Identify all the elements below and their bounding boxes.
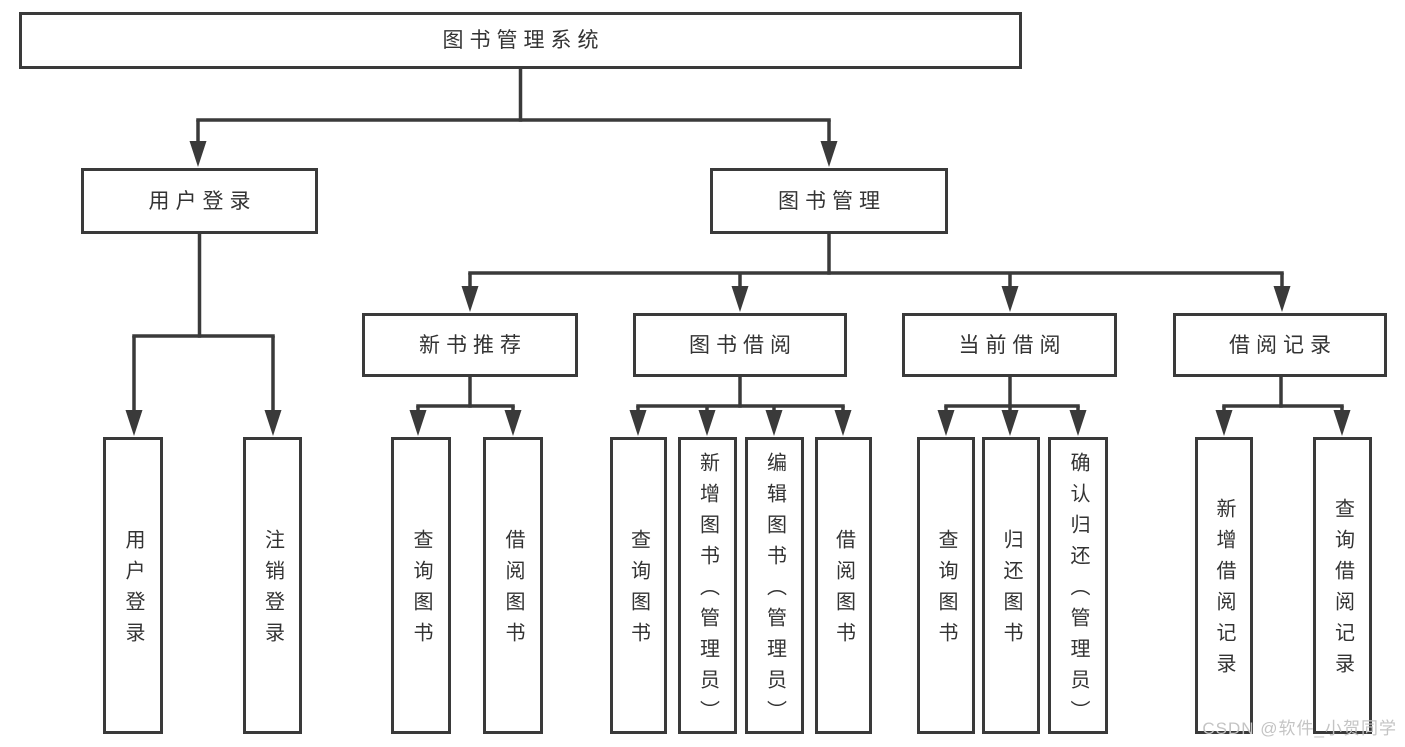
arrowhead-icon	[189, 141, 207, 167]
arrowhead-icon	[264, 410, 282, 436]
node-bor-add-book: 新增图书（管理员）	[678, 437, 737, 734]
arrowhead-icon	[834, 410, 852, 436]
node-book-borrow: 图书借阅	[633, 313, 847, 377]
node-cur-confirm-return: 确认归还（管理员）	[1048, 437, 1108, 734]
arrowhead-icon	[1333, 410, 1351, 436]
node-login-logout: 注销登录	[243, 437, 302, 734]
node-rec-query-book: 查询图书	[391, 437, 451, 734]
node-bor-query-book: 查询图书	[610, 437, 667, 734]
arrowhead-icon	[1273, 286, 1291, 312]
node-book-mgmt: 图书管理	[710, 168, 948, 234]
node-login-user-login: 用户登录	[103, 437, 163, 734]
node-borrow-records: 借阅记录	[1173, 313, 1387, 377]
node-rcd-query-record: 查询借阅记录	[1313, 437, 1372, 734]
arrowhead-icon	[937, 410, 955, 436]
arrowhead-icon	[765, 410, 783, 436]
watermark: CSDN @软件_小贺同学	[1202, 719, 1397, 738]
arrowhead-icon	[820, 141, 838, 167]
arrowhead-icon	[125, 410, 143, 436]
arrowhead-icon	[1001, 286, 1019, 312]
node-new-book-rec: 新书推荐	[362, 313, 578, 377]
node-cur-return-book: 归还图书	[982, 437, 1040, 734]
arrowhead-icon	[1001, 410, 1019, 436]
node-rcd-add-record: 新增借阅记录	[1195, 437, 1253, 734]
node-cur-query-book: 查询图书	[917, 437, 975, 734]
arrowhead-icon	[504, 410, 522, 436]
arrowhead-icon	[698, 410, 716, 436]
node-bor-edit-book: 编辑图书（管理员）	[745, 437, 804, 734]
arrowhead-icon	[731, 286, 749, 312]
arrowhead-icon	[1215, 410, 1233, 436]
node-user-login: 用户登录	[81, 168, 318, 234]
node-bor-borrow-book: 借阅图书	[815, 437, 872, 734]
node-rec-borrow-book: 借阅图书	[483, 437, 543, 734]
arrowhead-icon	[409, 410, 427, 436]
node-current-borrow: 当前借阅	[902, 313, 1117, 377]
arrowhead-icon	[461, 286, 479, 312]
node-root: 图书管理系统	[19, 12, 1022, 69]
arrowhead-icon	[629, 410, 647, 436]
arrowhead-icon	[1069, 410, 1087, 436]
